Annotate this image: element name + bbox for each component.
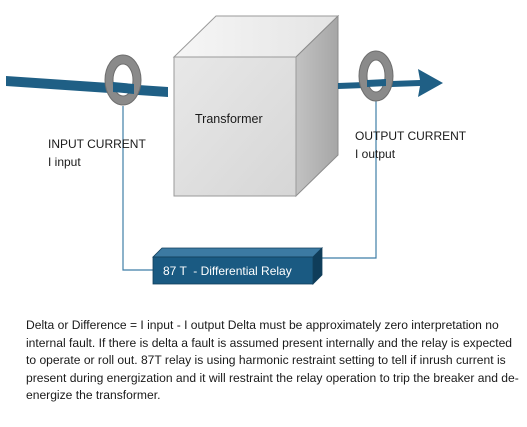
input-current-arrow <box>6 76 168 97</box>
input-ct-ring <box>104 54 142 106</box>
transformer-label: Transformer <box>195 112 263 126</box>
differential-relay-box: 87 T - Differential Relay <box>152 247 323 285</box>
relay-wiring <box>122 93 377 271</box>
input-current-label: INPUT CURRENT <box>48 137 146 151</box>
output-ct-ring <box>358 50 394 102</box>
relay-front-face <box>152 256 314 285</box>
transformer-differential-diagram: Transformer INPUT CURRENT I input OUTPUT… <box>6 14 467 285</box>
transformer-box: Transformer <box>172 14 340 198</box>
output-current-symbol: I output <box>355 147 396 161</box>
description-paragraph: Delta or Difference = I input - I output… <box>26 318 519 403</box>
transformer-front-face <box>173 56 297 197</box>
input-current-symbol: I input <box>48 155 81 169</box>
relay-top-face <box>152 247 323 258</box>
output-current-label: OUTPUT CURRENT <box>355 129 467 143</box>
input-ct-lead <box>122 106 158 271</box>
relay-label: 87 T - Differential Relay <box>163 264 292 278</box>
output-ct-lead <box>322 93 377 259</box>
